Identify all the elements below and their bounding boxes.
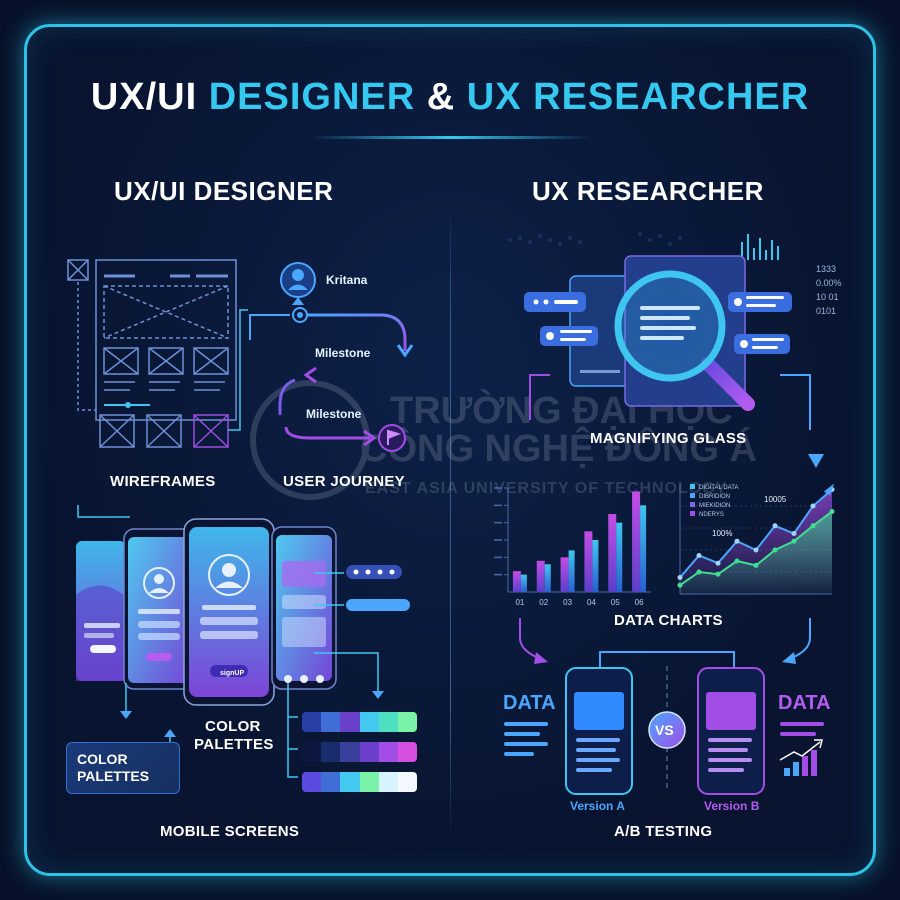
data-point bbox=[677, 582, 683, 588]
image-placeholder-icon bbox=[67, 259, 89, 281]
bar bbox=[616, 522, 623, 592]
data-point bbox=[791, 538, 797, 544]
flag-icon bbox=[378, 424, 406, 452]
data-point bbox=[677, 575, 683, 580]
color-palettes-box: COLOR PALETTES bbox=[66, 742, 180, 794]
bar bbox=[632, 491, 641, 592]
palette-box-line1: COLOR bbox=[77, 751, 128, 767]
bar-x-tick-label: 05 bbox=[611, 598, 620, 607]
legend-swatch bbox=[690, 493, 695, 498]
magnifying-glass-label: MAGNIFYING GLASS bbox=[590, 430, 747, 447]
ticker-4: 0101 bbox=[816, 306, 837, 316]
legend-label: DIBRIDION bbox=[699, 494, 730, 500]
bar bbox=[568, 550, 575, 592]
data-point bbox=[715, 571, 721, 577]
legend-swatch bbox=[690, 502, 695, 507]
annotation-100pct: 100% bbox=[712, 529, 732, 538]
mobile-screens-label: MOBILE SCREENS bbox=[160, 823, 300, 840]
palette-row-3 bbox=[302, 772, 417, 792]
right-heading: UX RESEARCHER bbox=[532, 176, 764, 206]
bar-x-tick-label: 04 bbox=[587, 598, 596, 607]
user-journey-label: USER JOURNEY bbox=[283, 473, 405, 490]
area-fill bbox=[680, 511, 832, 594]
watermark-line2: CÔNG NGHỆ ĐÔNG Á bbox=[360, 428, 757, 470]
legend-label: DIGITAL DATA bbox=[699, 485, 738, 491]
title-underline bbox=[310, 136, 590, 139]
bar bbox=[640, 505, 647, 592]
journey-user-name: Kritana bbox=[326, 273, 368, 287]
trend-arrow-icon bbox=[824, 483, 834, 496]
mini-bar-chart-icon bbox=[779, 739, 823, 776]
data-charts-label: DATA CHARTS bbox=[614, 612, 723, 629]
palette-row-2 bbox=[302, 742, 417, 762]
bar-x-tick-label: 02 bbox=[539, 598, 548, 607]
vs-text: VS bbox=[655, 722, 674, 738]
bar bbox=[584, 531, 593, 592]
wireframes-label: WIREFRAMES bbox=[110, 473, 216, 490]
data-right-label: DATA bbox=[778, 692, 831, 714]
data-ticker: 1333 0.00% 10 01 0101 bbox=[816, 262, 842, 318]
version-b-label: Version B bbox=[704, 799, 760, 813]
palette-box-line2: PALETTES bbox=[77, 768, 150, 784]
mobile-screens-illustration bbox=[76, 505, 410, 778]
data-point bbox=[810, 503, 816, 509]
bar-x-tick-label: 06 bbox=[635, 598, 644, 607]
bar bbox=[512, 571, 521, 592]
data-point bbox=[696, 553, 702, 558]
data-point bbox=[753, 547, 759, 553]
palette-row-1 bbox=[302, 712, 417, 732]
legend-swatch bbox=[690, 484, 695, 489]
bar bbox=[544, 564, 551, 592]
bar-chart: 01 02 03 04 05 06 bbox=[494, 487, 651, 607]
data-point bbox=[696, 569, 702, 575]
bar-x-tick-label: 03 bbox=[563, 598, 572, 607]
vs-badge-icon bbox=[648, 711, 686, 749]
data-point bbox=[772, 547, 778, 553]
left-heading: UX/UI DESIGNER bbox=[114, 176, 334, 206]
area-chart: DIGITAL DATA DIBRIDION MIEKIDION NDERYS 1000… bbox=[677, 483, 835, 595]
bar bbox=[560, 557, 569, 592]
legend-label: MIEKIDION bbox=[699, 503, 730, 509]
page-title: UX/UI DESIGNER & UX RESEARCHER bbox=[90, 76, 810, 118]
center-divider bbox=[450, 200, 451, 840]
data-point bbox=[715, 560, 721, 566]
bar bbox=[608, 514, 617, 592]
ticker-3: 10 01 bbox=[816, 292, 839, 302]
wireframe-illustration bbox=[67, 259, 248, 448]
data-left-label: DATA bbox=[503, 692, 556, 714]
bar bbox=[592, 540, 599, 592]
ab-testing-label: A/B TESTING bbox=[614, 823, 713, 840]
color-palettes-line2: PALETTES bbox=[194, 736, 274, 753]
data-point bbox=[829, 509, 835, 514]
data-point bbox=[753, 562, 759, 568]
journey-milestone-2: Milestone bbox=[306, 407, 362, 421]
bar-x-tick-label: 01 bbox=[515, 598, 524, 607]
ticker-2: 0.00% bbox=[816, 278, 842, 288]
legend-label: NDERYS bbox=[699, 512, 724, 518]
university-seal-icon bbox=[250, 380, 370, 500]
arrow-down-icon bbox=[808, 454, 824, 468]
ticker-1: 1333 bbox=[816, 264, 837, 274]
color-palettes-line1: COLOR bbox=[205, 718, 261, 735]
signup-button: signUP bbox=[220, 670, 245, 677]
journey-milestone-1: Milestone bbox=[315, 346, 371, 360]
version-a-label: Version A bbox=[570, 799, 625, 813]
bar bbox=[520, 574, 527, 592]
user-journey-illustration bbox=[249, 262, 414, 452]
data-point bbox=[734, 558, 740, 564]
magnifier-handle bbox=[701, 357, 755, 411]
bar bbox=[536, 560, 545, 592]
data-point bbox=[734, 538, 740, 544]
annotation-10005: 10005 bbox=[764, 495, 787, 504]
data-point bbox=[810, 523, 816, 529]
data-point bbox=[791, 531, 797, 536]
data-point bbox=[772, 523, 778, 529]
ab-testing-illustration bbox=[504, 618, 824, 795]
magnifier-illustration bbox=[508, 232, 811, 430]
color-palettes-label: COLOR PALETTES bbox=[194, 718, 274, 754]
legend-swatch bbox=[690, 511, 695, 516]
